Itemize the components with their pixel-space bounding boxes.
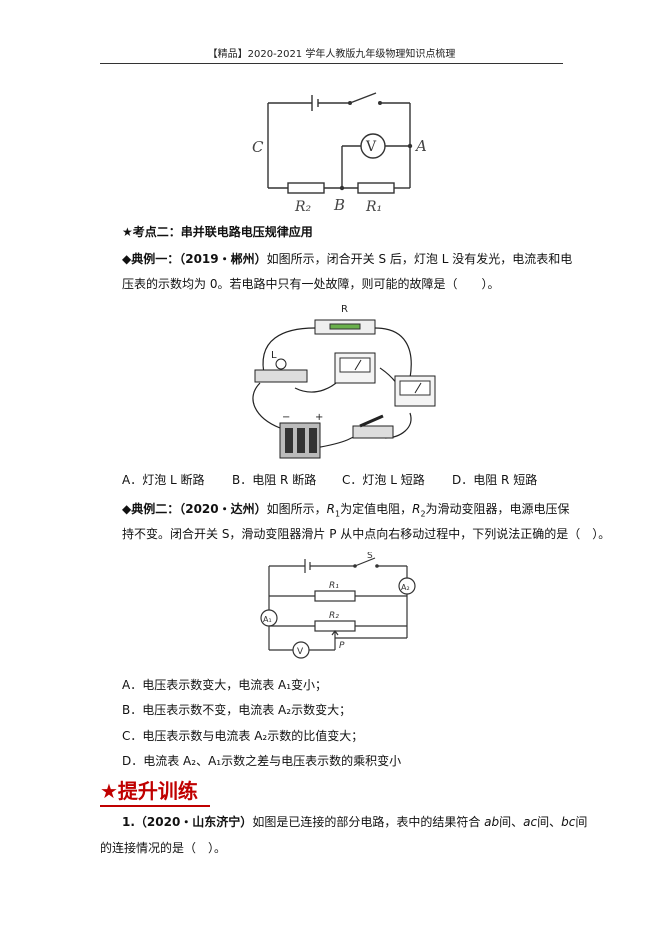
question1-line1: 1.（2020・山东济宁）如图是已连接的部分电路，表中的结果符合 ab间、ac间… (122, 815, 587, 829)
example2-r1: R (326, 502, 335, 516)
example2-line1: ◆典例二：（2020・达州）如图所示，R1为定值电阻，R2为滑动变阻器，电源电压… (122, 502, 570, 521)
label-s: S (367, 552, 373, 561)
question1-ab: ab (484, 815, 500, 829)
label-c: C (252, 138, 264, 156)
label-l: L (271, 350, 277, 361)
example2-option-a: A．电压表示数变大，电流表 A₁变小； (122, 678, 328, 692)
circuit-diagram-1: V C A B R₂ R₁ (252, 92, 427, 215)
example1-option-c: C．灯泡 L 短路 (342, 473, 425, 487)
example1-line1: ◆典例一：（2019・郴州）如图所示，闭合开关 S 后，灯泡 L 没有发光，电流… (122, 252, 572, 266)
ammeter-a1-label: A₁ (263, 615, 272, 624)
example2-option-b: B．电压表示数不变，电流表 A₂示数变大； (122, 703, 352, 717)
example2-text-b: 为定值电阻， (340, 502, 413, 516)
example2-r1-sub: 1 (335, 509, 341, 519)
example2-option-d: D．电流表 A₂、A₁示数之差与电压表示数的乘积变小 (122, 754, 402, 768)
label-r: R (341, 304, 348, 315)
voltmeter-label: V (365, 139, 377, 155)
header-divider (100, 63, 563, 64)
svg-text:−: − (282, 412, 290, 423)
circuit-photo-diagram: R L − + (252, 304, 436, 459)
example1-text-1: 如图所示，闭合开关 S 后，灯泡 L 没有发光，电流表和电 (266, 252, 573, 266)
circuit-diagram-2: S A₂ A₁ R₁ R₂ V P (260, 552, 416, 659)
question1-prefix: 1.（2020・山东济宁） (122, 815, 253, 829)
question1-sep1: 间、 (499, 815, 524, 829)
example2-text-a: 如图所示， (266, 502, 327, 516)
example2-r2-sub: 2 (420, 509, 426, 519)
example2-option-c: C．电压表示数与电流表 A₂示数的比值变大； (122, 729, 364, 743)
example2-prefix: ◆典例二：（2020・达州） (122, 502, 267, 516)
page-header: 【精品】2020-2021 学年人教版九年级物理知识点梳理 (207, 49, 456, 60)
example2-text-c: 为滑动变阻器，电源电压保 (425, 502, 570, 516)
label-r2: R₂ (294, 199, 312, 215)
section-title-2: ★考点二：串并联电路电压规律应用 (122, 225, 313, 239)
question1-text-a: 如图是已连接的部分电路，表中的结果符合 (252, 815, 485, 829)
question1-sep3: 间 (575, 815, 588, 829)
example1-option-d: D．电阻 R 短路 (452, 473, 538, 487)
example1-option-b: B．电阻 R 断路 (232, 473, 317, 487)
example1-prefix: ◆典例一：（2019・郴州） (122, 252, 267, 266)
label-r2-fig: R₂ (329, 611, 339, 621)
label-r1-fig: R₁ (329, 581, 339, 591)
example1-line2: 压表的示数均为 0。若电路中只有一处故障，则可能的故障是（ ）。 (122, 277, 500, 291)
section-heading-training: ★提升训练 (100, 779, 210, 807)
label-p: P (339, 641, 345, 651)
ammeter-a2-label: A₂ (401, 583, 410, 592)
example2-line2: 持不变。闭合开关 S，滑动变阻器滑片 P 从中点向右移动过程中，下列说法正确的是… (122, 527, 611, 541)
label-b: B (333, 196, 345, 214)
question1-sep2: 间、 (537, 815, 562, 829)
question1-bc: bc (561, 815, 576, 829)
question1-ac: ac (523, 815, 538, 829)
question1-line2: 的连接情况的是（ ）。 (100, 841, 227, 855)
example2-r2: R (412, 502, 421, 516)
example1-option-a: A．灯泡 L 断路 (122, 473, 205, 487)
svg-text:+: + (315, 412, 323, 423)
label-r1: R₁ (365, 199, 382, 215)
label-a: A (414, 137, 427, 155)
voltmeter-v-label: V (297, 647, 304, 657)
